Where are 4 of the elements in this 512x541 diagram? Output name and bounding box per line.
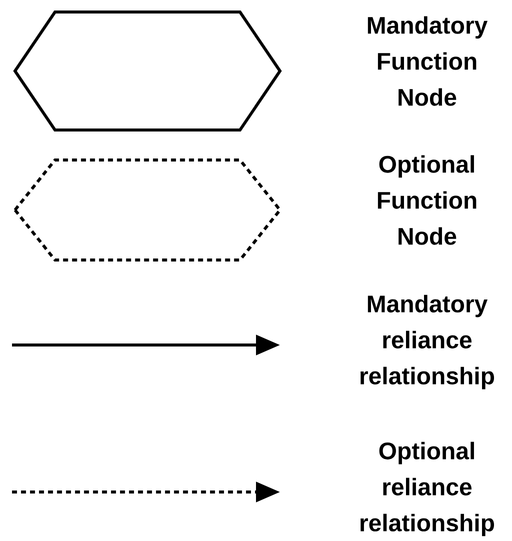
legend-label: Mandatory reliance relationship — [360, 294, 494, 390]
legend-label: Optional Function Node — [378, 155, 476, 245]
legend-label: Mandatory Function Node — [368, 16, 488, 106]
legend-label: Optional reliance relationship — [360, 442, 494, 536]
